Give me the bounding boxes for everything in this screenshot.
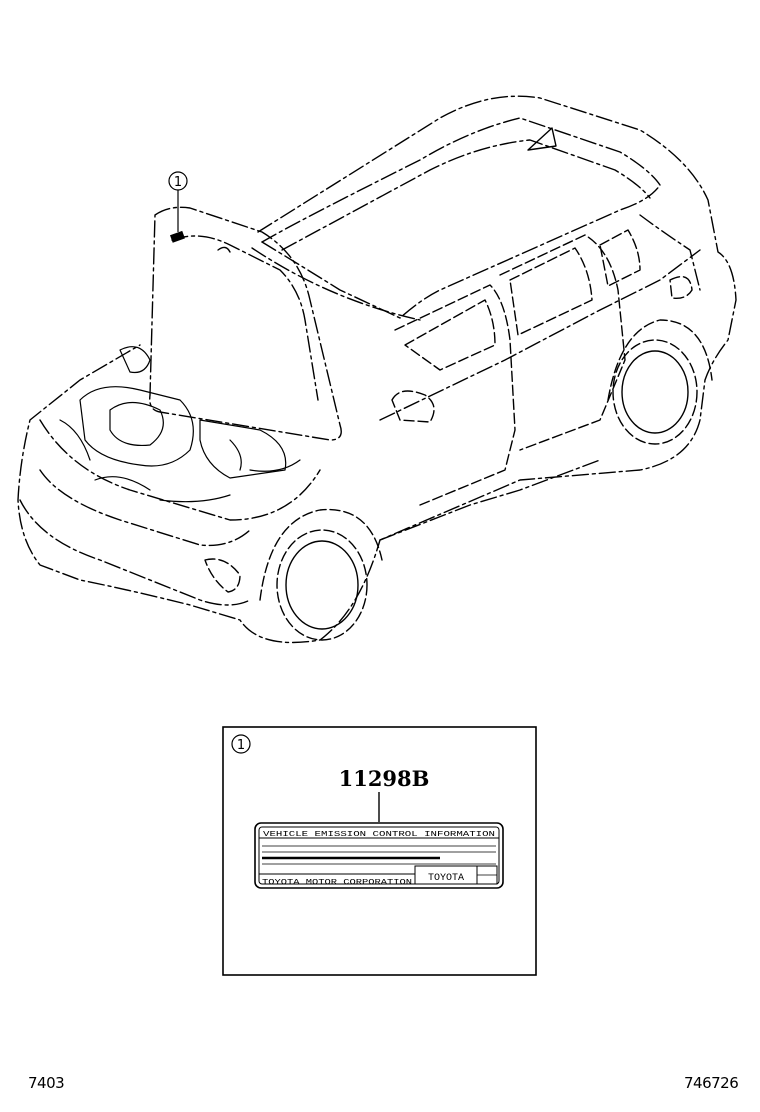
bumper-outline bbox=[19, 499, 251, 606]
engine-bay-edge bbox=[39, 419, 321, 521]
hood-inner-line bbox=[171, 235, 319, 401]
callout-marker bbox=[168, 171, 188, 243]
tail-light bbox=[669, 276, 693, 300]
vehicle-illustration bbox=[17, 95, 737, 644]
roof-rail bbox=[281, 139, 651, 251]
roof-antenna bbox=[527, 127, 557, 151]
label-manufacturer-text: TOYOTA MOTOR CORPORATION bbox=[262, 879, 412, 887]
label-header-text: VEHICLE EMISSION CONTROL INFORMATION bbox=[263, 831, 495, 839]
front-door-outline bbox=[394, 284, 516, 506]
front-wheel bbox=[276, 529, 368, 641]
diagram-code-right: 746726 bbox=[684, 1074, 739, 1092]
engine-compartment bbox=[59, 346, 301, 503]
headlamp bbox=[204, 558, 241, 593]
rear-window bbox=[509, 247, 593, 336]
quarter-window bbox=[599, 229, 641, 287]
beltline bbox=[379, 249, 701, 421]
windshield-edge bbox=[261, 184, 661, 319]
hood-latch-mark bbox=[217, 246, 231, 253]
front-wheel-arch bbox=[259, 508, 383, 601]
rear-wheel-arch bbox=[607, 319, 713, 401]
rear-wheel bbox=[612, 339, 698, 445]
cowl-line bbox=[251, 247, 421, 321]
hood-open-outline bbox=[149, 206, 342, 441]
mirror bbox=[391, 390, 435, 423]
roof-line bbox=[261, 117, 661, 243]
front-window bbox=[404, 299, 496, 371]
rocker-line bbox=[379, 459, 601, 541]
rear-pillar bbox=[639, 214, 701, 291]
grille-outline bbox=[39, 469, 251, 547]
diagram-code-left: 7403 bbox=[28, 1074, 65, 1092]
detail-panel bbox=[222, 726, 537, 976]
label-brand-text: TOYOTA bbox=[428, 873, 464, 884]
label-location-mark bbox=[169, 230, 185, 243]
part-number: 11298B bbox=[339, 766, 430, 791]
callout-number: 1 bbox=[174, 175, 182, 190]
rear-door-outline bbox=[499, 234, 626, 451]
emission-label bbox=[254, 822, 504, 889]
panel-callout-number: 1 bbox=[237, 738, 245, 753]
